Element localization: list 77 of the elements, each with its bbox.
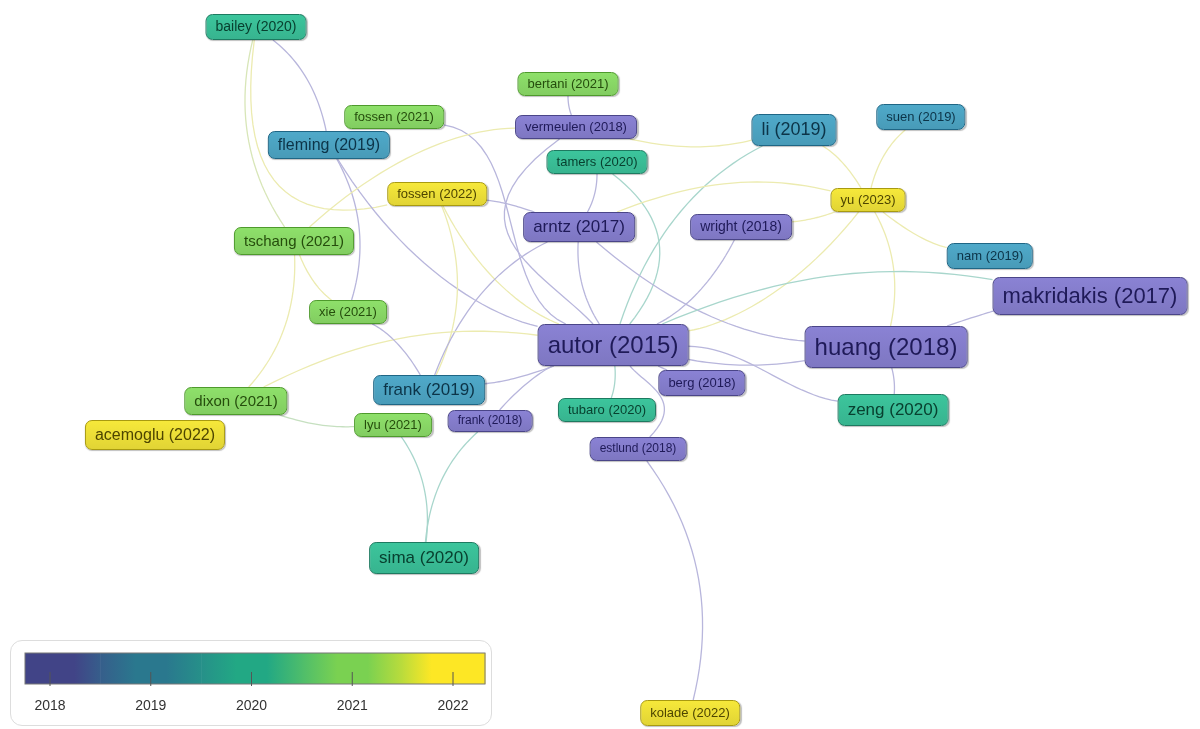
link-curve: [577, 241, 600, 325]
legend-label: 2018: [34, 697, 66, 713]
publication-node: bailey (2020): [205, 14, 307, 40]
link-curve: [687, 211, 860, 332]
link-curve: [874, 211, 896, 327]
publication-node: huang (2018): [804, 326, 968, 368]
publication-node: bertani (2021): [517, 72, 619, 96]
publication-node: yu (2023): [830, 188, 906, 212]
link-curve: [248, 254, 296, 388]
link-curve: [610, 365, 616, 399]
link-curve: [371, 323, 421, 376]
link-curve: [336, 158, 361, 301]
legend-label: 2022: [437, 697, 469, 713]
link-curve: [611, 173, 661, 325]
publication-node: xie (2021): [309, 300, 387, 324]
link-curve: [586, 173, 598, 213]
link-curve: [424, 431, 479, 543]
publication-node: autor (2015): [537, 324, 689, 366]
link-curve: [443, 124, 567, 325]
link-curve: [434, 241, 549, 376]
link-curve: [629, 138, 753, 148]
legend-label: 2020: [235, 697, 268, 713]
link-curve: [278, 414, 355, 428]
link-curve: [646, 460, 704, 701]
link-curve: [272, 39, 327, 132]
publication-node: fossen (2021): [344, 105, 444, 129]
publication-node: arntz (2017): [523, 212, 635, 242]
publication-node: suen (2019): [876, 104, 966, 130]
link-curve: [336, 158, 539, 328]
publication-node: kolade (2022): [640, 700, 740, 726]
link-curve: [946, 310, 994, 327]
link-curve: [656, 239, 735, 325]
publication-node: sima (2020): [369, 542, 479, 574]
publication-node: frank (2019): [373, 375, 485, 405]
link-curve: [619, 145, 764, 325]
publication-node: wright (2018): [690, 214, 792, 240]
publication-node: berg (2018): [658, 370, 746, 396]
link-curve: [262, 330, 539, 388]
link-curve: [298, 254, 333, 301]
link-curve: [595, 241, 806, 342]
publication-node: frank (2018): [447, 410, 533, 432]
publication-node: tamers (2020): [546, 150, 648, 174]
publication-node: fleming (2019): [267, 131, 391, 159]
link-curve: [486, 199, 536, 213]
link-curve: [882, 211, 948, 249]
link-curve: [891, 367, 896, 395]
link-curve: [250, 39, 388, 211]
link-curve: [244, 39, 286, 228]
publication-node: fossen (2022): [387, 182, 487, 206]
publication-node: nam (2019): [946, 243, 1034, 269]
publication-node: tubaro (2020): [557, 398, 657, 422]
publication-node: zeng (2020): [837, 394, 949, 426]
link-curve: [308, 127, 516, 228]
link-curve: [687, 358, 806, 366]
publication-node: makridakis (2017): [992, 277, 1188, 315]
publication-node: li (2019): [751, 114, 837, 146]
publication-node: lyu (2021): [354, 413, 432, 437]
link-curve: [435, 205, 459, 376]
link-curve: [661, 270, 994, 325]
link-curve: [442, 205, 560, 325]
link-curve: [400, 436, 429, 543]
link-curve: [616, 181, 832, 213]
publication-node: tschang (2021): [233, 227, 355, 255]
link-curve: [484, 365, 555, 385]
link-curve: [870, 129, 906, 189]
publication-node: acemoglu (2022): [84, 420, 226, 450]
link-curve: [791, 211, 836, 223]
link-curve: [629, 365, 666, 438]
legend-label: 2019: [135, 697, 167, 713]
link-curve: [567, 95, 572, 116]
link-curve: [503, 138, 594, 325]
link-curve: [687, 345, 839, 402]
publication-node: dixon (2021): [184, 387, 288, 415]
link-curve: [821, 145, 862, 189]
legend-label: 2021: [336, 697, 368, 713]
publication-node: vermeulen (2018): [515, 115, 637, 139]
publication-node: estlund (2018): [589, 437, 687, 461]
